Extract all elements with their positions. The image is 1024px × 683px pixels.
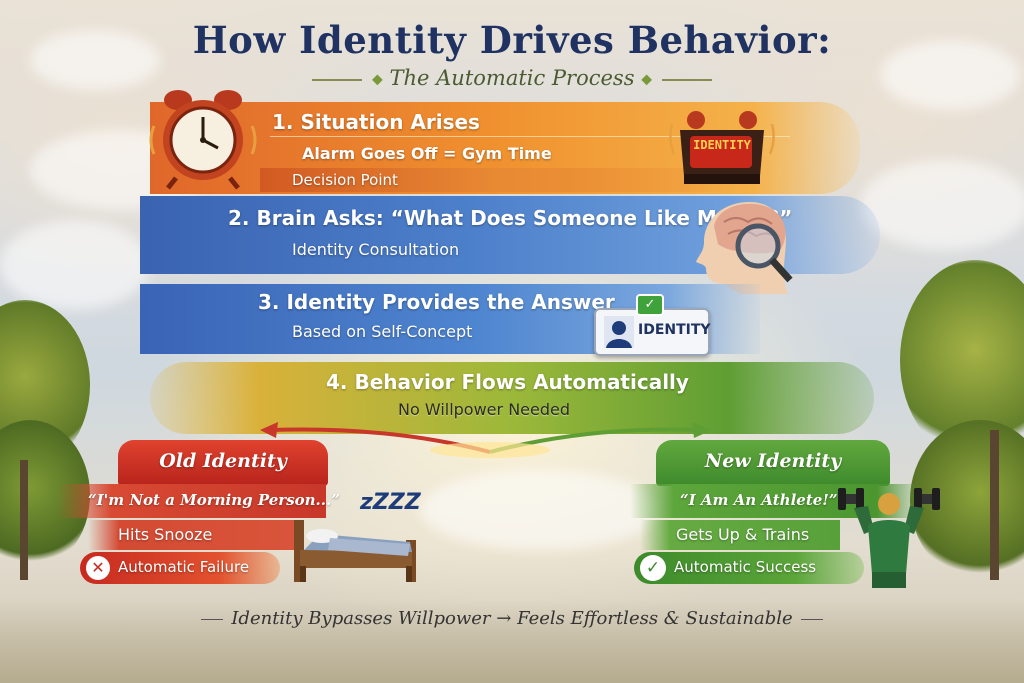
subtitle-rule-right [661, 78, 712, 81]
new-identity-result-row: ✓ Automatic Success [634, 552, 864, 584]
new-identity-result: Automatic Success [674, 558, 817, 576]
step-4-band: 4. Behavior Flows Automatically No Willp… [150, 362, 874, 434]
person-silhouette-icon [604, 316, 634, 348]
old-identity-quote: “I'm Not a Morning Person...” [88, 491, 340, 509]
x-icon: ✕ [86, 556, 110, 580]
old-identity-result: Automatic Failure [118, 558, 250, 576]
cloud [860, 160, 1024, 250]
ground [0, 600, 1024, 683]
subtitle-rule-left [312, 78, 363, 81]
check-icon: ✓ [636, 294, 664, 316]
tree-trunk-left [20, 460, 28, 580]
new-identity-action: Gets Up & Trains [676, 525, 810, 544]
page-title: How Identity Drives Behavior: [192, 18, 832, 62]
step-2-heading: 2. Brain Asks: “What Does Someone Like M… [228, 206, 793, 230]
new-identity-card: New Identity [656, 440, 890, 486]
old-identity-title: Old Identity [159, 450, 287, 472]
old-identity-action: Hits Snooze [118, 525, 213, 544]
old-identity-quote-row: “I'm Not a Morning Person...” [58, 484, 340, 518]
identity-alarm-box-icon [669, 111, 775, 184]
alarm-box-label: IDENTITY [693, 138, 751, 152]
footer-caption: Identity Bypasses Willpower → Feels Effo… [0, 608, 1024, 629]
subtitle-dot: ◆ [641, 71, 652, 88]
new-identity-quote: “I Am An Athlete!” [680, 491, 838, 509]
cloud [880, 40, 1020, 110]
subtitle-dot: ◆ [372, 71, 383, 88]
sleep-zzz: zZZZ [360, 490, 421, 515]
footer-rule-right [800, 618, 823, 620]
step-1-line2: Decision Point [292, 171, 398, 189]
identity-card-icon: IDENTITY [594, 308, 711, 356]
footer-right: Feels Effortless & Sustainable [517, 608, 793, 629]
page-subtitle: ◆ The Automatic Process ◆ [0, 66, 1024, 90]
step-1-subband [260, 168, 740, 192]
subtitle-text: The Automatic Process [389, 66, 635, 90]
step-4-heading: 4. Behavior Flows Automatically [326, 370, 689, 394]
branch-arrows [260, 422, 712, 458]
step-3-line1: Based on Self-Concept [292, 322, 473, 341]
cloud [30, 30, 160, 90]
old-identity-card: Old Identity [118, 440, 328, 486]
new-identity-action-row: Gets Up & Trains [640, 520, 840, 550]
footer-left: Identity Bypasses Willpower [231, 608, 491, 629]
athlete-dumbbell-icon [838, 488, 940, 588]
head-magnifier-icon [696, 202, 793, 294]
new-identity-title: New Identity [704, 450, 842, 472]
step-1-line1: Alarm Goes Off = Gym Time [302, 144, 552, 163]
cloud [420, 470, 660, 550]
bed-icon [294, 520, 416, 582]
alarm-clock-icon [149, 90, 257, 190]
id-card-label: IDENTITY [638, 322, 711, 338]
tree-trunk-right [990, 430, 999, 580]
new-identity-quote-row: “I Am An Athlete!” [630, 484, 920, 518]
step-2-line1: Identity Consultation [292, 240, 460, 259]
footer-arrow: → [496, 608, 512, 629]
step-4-line1: No Willpower Needed [398, 400, 570, 419]
cloud [0, 220, 150, 310]
check-circle-icon: ✓ [640, 555, 666, 581]
step-1-heading: 1. Situation Arises [272, 110, 480, 134]
old-identity-result-row: ✕ Automatic Failure [80, 552, 280, 584]
step-3-heading: 3. Identity Provides the Answer [258, 290, 615, 314]
old-identity-action-row: Hits Snooze [88, 520, 296, 550]
footer-rule-left [201, 618, 224, 620]
